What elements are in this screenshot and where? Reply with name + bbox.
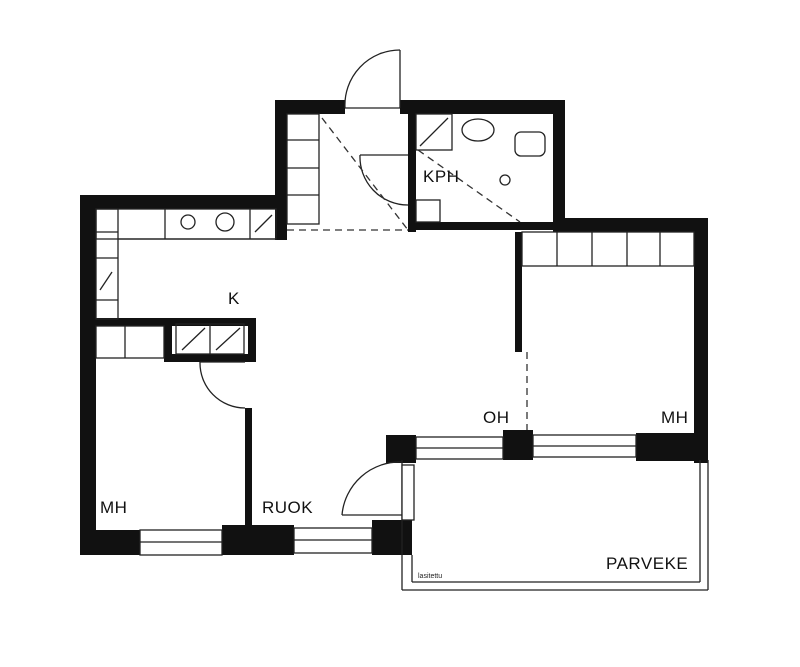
room-label-kitchen: K (228, 289, 240, 308)
room-label-wardrobe: OH (483, 408, 510, 427)
room-label-dining: RUOK (262, 498, 313, 517)
exterior-walls (80, 100, 708, 555)
interior-walls (96, 114, 558, 528)
doors (199, 49, 409, 516)
room-label-balcony: PARVEKE (606, 554, 688, 573)
room-label-bedroom-right: MH (661, 408, 688, 427)
balcony-glazing-note: lasitettu (418, 573, 442, 580)
room-label-bathroom: KPH (423, 167, 459, 186)
room-label-bedroom-left: MH (100, 498, 127, 517)
windows (139, 434, 637, 556)
dashed-lines (287, 117, 528, 430)
